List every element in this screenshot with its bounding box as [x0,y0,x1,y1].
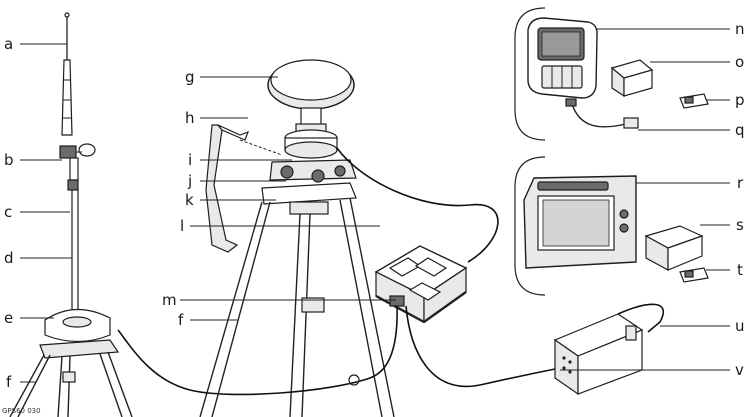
antenna-clamp [60,144,95,158]
callout-f-left: f [6,373,12,391]
usb-cable [566,99,638,128]
callout-q: q [735,121,745,139]
callout-f-center: f [178,311,184,329]
figure-id: GPS60 030 [2,407,41,415]
callout-t: t [737,261,743,279]
memory-card-top [680,94,708,108]
callout-u: u [735,317,745,335]
battery-pack [612,60,652,96]
callout-o: o [735,53,744,71]
callout-p: p [735,91,745,109]
power-supply [555,304,663,394]
memory-card-bottom [680,268,708,282]
tribrach-carrier [285,130,337,158]
gnss-receiver [376,246,466,322]
antenna-pole [68,158,78,315]
callout-g: g [185,68,195,86]
callout-d: d [4,249,14,267]
gnss-antenna [268,60,354,109]
callout-n: n [735,20,745,38]
callout-r: r [737,174,744,192]
callout-h: h [185,109,195,127]
left-tripod [10,340,132,417]
callout-e: e [4,309,13,327]
tablet-battery [646,226,702,270]
handheld-controller [528,18,597,98]
callout-c: c [4,203,12,221]
callout-i: i [188,151,192,169]
tribrach [270,160,356,182]
callout-m: m [162,291,177,309]
callout-l: l [180,217,184,235]
antenna-adapter [296,108,326,132]
callout-v: v [735,361,744,379]
radio-antenna [62,13,72,135]
callout-a: a [4,35,13,53]
callout-k: k [185,191,194,209]
callout-j: j [187,172,192,190]
callout-b: b [4,151,14,169]
field-tablet [524,176,636,268]
antenna-tribrach [45,309,110,341]
callout-s: s [736,216,744,234]
